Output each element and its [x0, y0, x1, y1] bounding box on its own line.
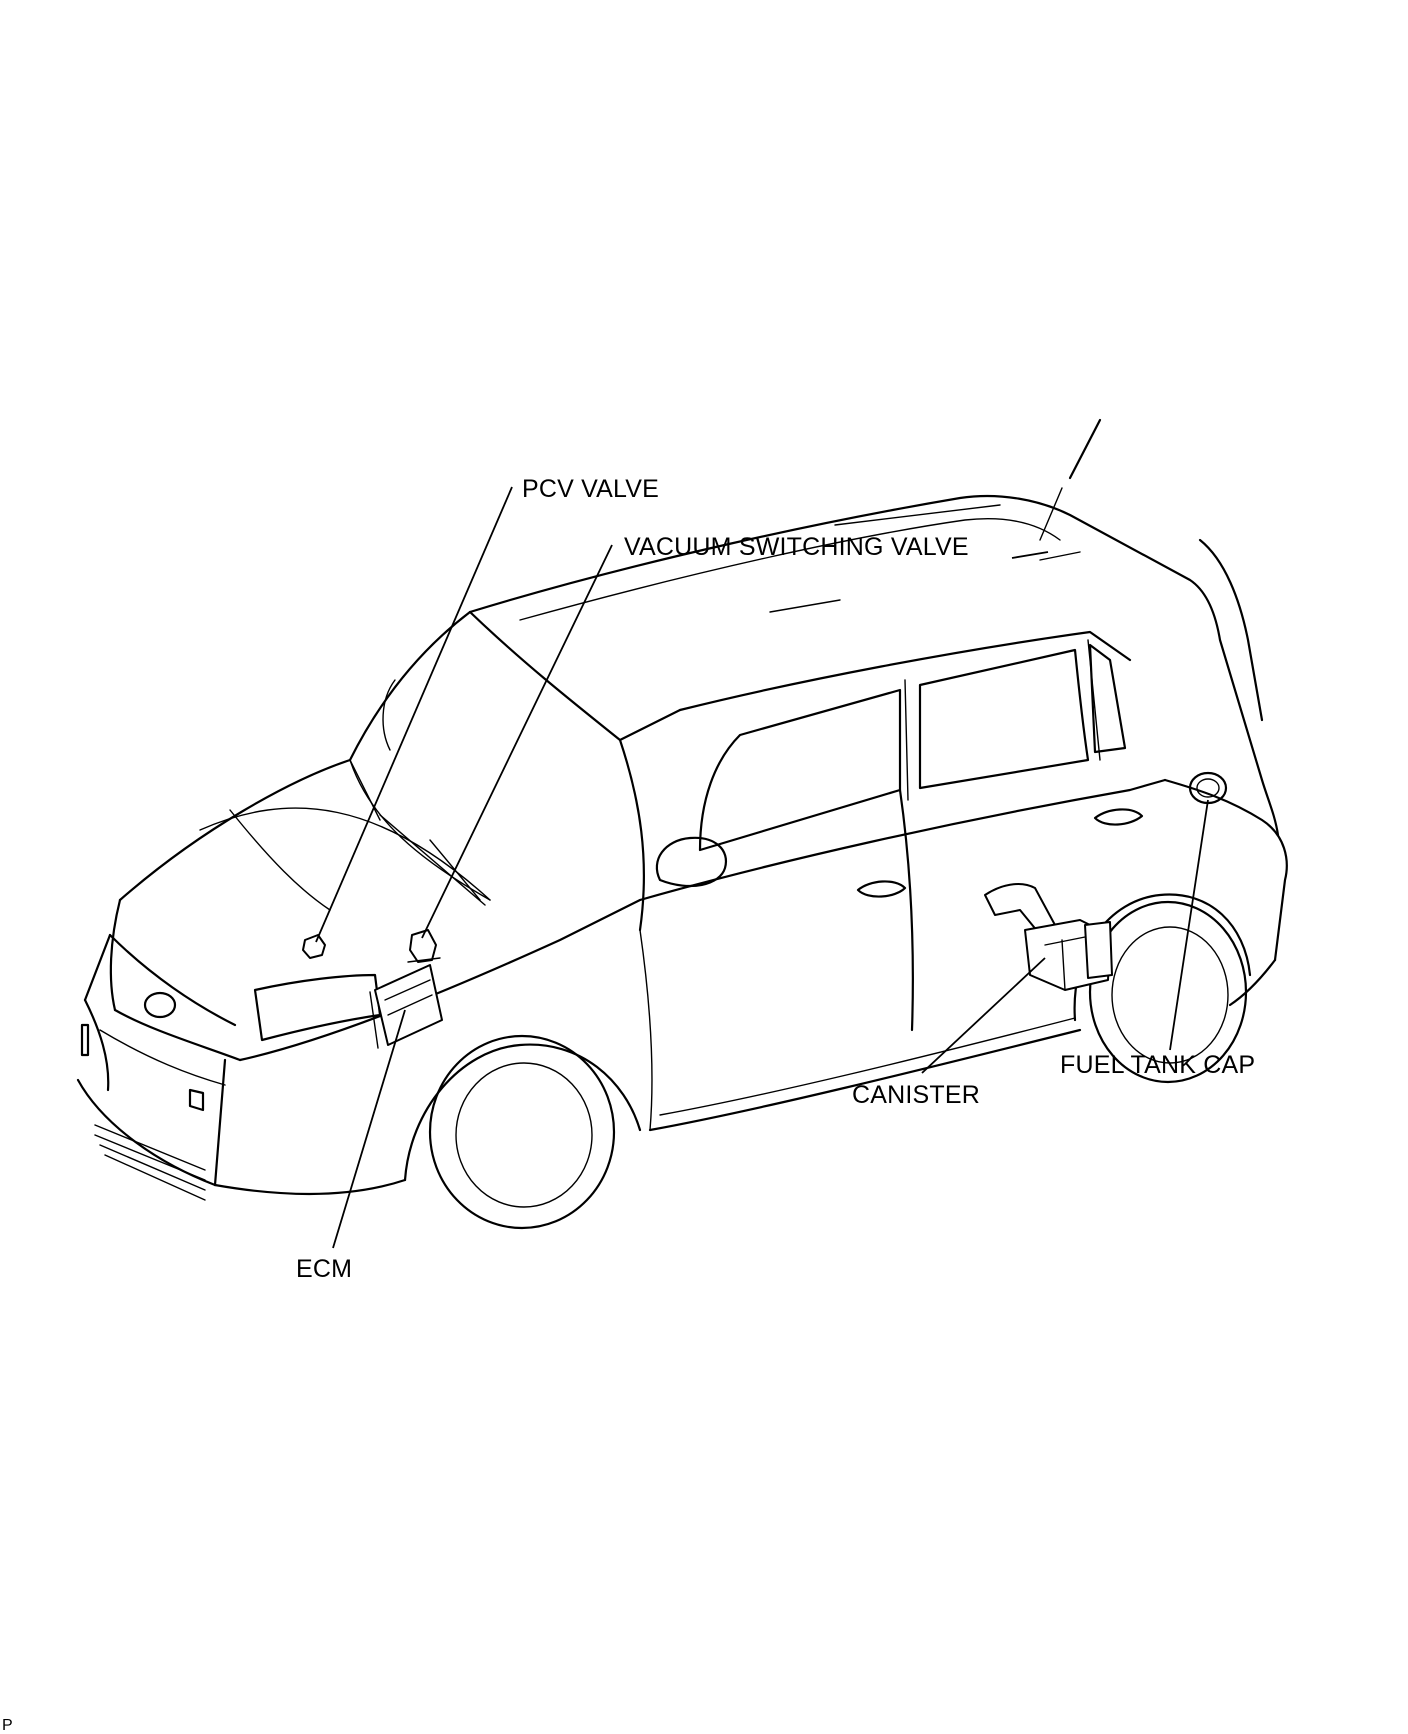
ecm-leader [332, 1009, 406, 1249]
fuel-tank-cap-label: FUEL TANK CAP [1060, 1051, 1255, 1079]
pcv-valve-leader [315, 486, 513, 943]
vacuum-switching-valve-leader [421, 544, 613, 939]
ecm-part [369, 964, 443, 1049]
callout-labels: PCV VALVE VACUUM SWITCHING VALVE CANISTE… [296, 475, 1255, 1283]
figure-code: P [2, 1717, 13, 1734]
fuel-tank-cap-leader [1169, 799, 1209, 1051]
leader-lines [315, 486, 1209, 1249]
vacuum-switching-valve-part [407, 929, 441, 963]
canister-leader [921, 957, 1046, 1074]
pcv-valve-label: PCV VALVE [522, 475, 659, 503]
ecm-label: ECM [296, 1255, 352, 1283]
vacuum-switching-valve-label: VACUUM SWITCHING VALVE [624, 533, 969, 561]
canister-label: CANISTER [852, 1081, 980, 1109]
pcv-valve-part [302, 934, 326, 959]
canister-part [984, 883, 1113, 991]
vacuum-switching-valve-leader-right [1011, 551, 1049, 559]
